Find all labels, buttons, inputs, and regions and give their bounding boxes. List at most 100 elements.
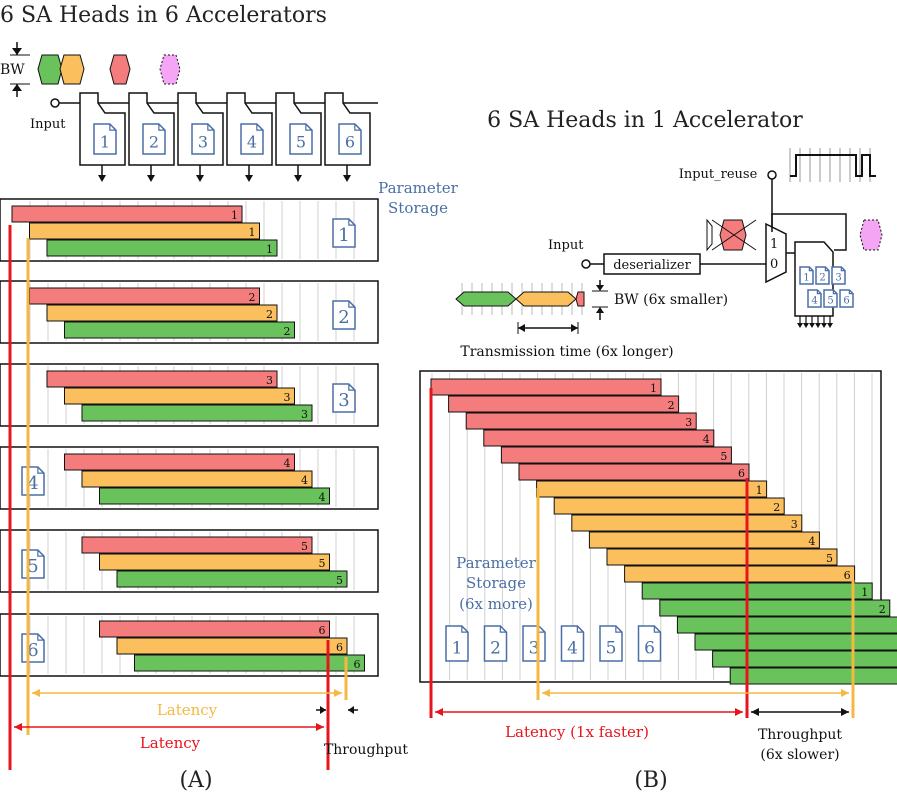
caption-b: (B) [634,768,667,793]
left-bar-4-1 [64,453,295,471]
left-accel-doc-6: 6 [338,123,362,155]
left-param-doc-2: 2 [332,300,356,330]
left-param-doc-4-number: 4 [27,473,38,494]
mini-doc-6-number: 6 [843,295,849,306]
left-bar-2-2 [46,304,278,322]
left-param-doc-3: 3 [332,383,356,413]
left-accel-doc-4: 4 [240,123,264,155]
left-accelerator-5: 5 [275,92,322,182]
left-bar-number: 6 [336,641,343,654]
right-bar-2-1: 1 [536,480,768,498]
svg-text:6: 6 [844,569,851,582]
left-input-label: Input [30,117,66,132]
right-param-doc-1-number: 1 [452,638,463,658]
left-bar-number: 2 [249,291,256,304]
left-bar-number: 2 [284,325,291,338]
left-accel-doc-1: 1 [93,123,117,155]
right-param-label-2: Storage [466,574,526,592]
svg-text:6: 6 [738,467,745,480]
mini-doc-4-number: 4 [811,295,817,306]
svg-text:5: 5 [720,450,727,463]
svg-text:2: 2 [879,603,886,616]
right-bar-1-5: 5 [500,446,732,464]
mux-one-label: 1 [770,237,778,252]
right-input-label: Input [548,238,584,253]
left-accel-doc-6-number: 6 [345,132,355,151]
right-bw-label: BW (6x smaller) [614,292,728,308]
left-bar-number: 1 [231,209,238,222]
right-bar-1-1: 1 [430,378,662,396]
left-bar-number: 1 [249,226,256,239]
right-bar-3-2: 2 [659,599,891,617]
right-param-doc-6-number: 6 [644,638,655,658]
svg-text:4: 4 [703,433,710,446]
left-param-doc-5: 5 [21,549,45,579]
left-bar-1-1 [11,205,243,223]
left-bar-4-2 [81,470,313,488]
right-param-label-1: Parameter [456,554,536,572]
left-latency-annotations: Latency Latency Throughput [8,225,408,770]
left-bar-5-3 [116,570,348,588]
right-bar-2-3: 3 [571,514,803,532]
svg-text:2: 2 [773,501,780,514]
mini-doc-1: 1 [799,266,814,285]
left-bar-number: 4 [319,491,326,504]
right-serial-packets: BW (6x smaller) Transmission time (6x lo… [455,280,728,360]
left-accelerator-1: 1 [79,92,126,182]
mini-doc-6: 6 [839,289,854,308]
left-accel-doc-4-number: 4 [247,132,257,151]
left-bar-3-1 [46,370,278,388]
left-accel-doc-5: 5 [289,123,313,155]
right-bar-3-6: 6 [729,667,897,685]
left-bar-number: 3 [301,408,308,421]
right-throughput-label-1: Throughput [758,727,842,743]
right-bar-1-2: 2 [448,395,680,413]
mini-doc-3-number: 3 [835,272,841,283]
right-param-doc-5: 5 [599,625,623,662]
svg-text:1: 1 [756,484,763,497]
left-bar-2-3 [64,321,295,339]
right-title: 6 SA Heads in 1 Accelerator [487,108,803,133]
left-param-doc-1: 1 [332,218,356,248]
svg-text:2: 2 [668,399,675,412]
right-param-doc-4-number: 4 [567,638,578,658]
mini-doc-2-number: 2 [819,272,825,283]
left-bar-5-1 [81,536,313,554]
right-param-doc-2-number: 2 [490,638,501,658]
mini-doc-5: 5 [823,289,838,308]
deserializer-label: deserializer [613,258,691,273]
left-bar-number: 4 [301,474,308,487]
right-bar-2-6: 6 [624,565,856,583]
left-bw-label: BW [0,62,25,78]
left-bar-6-3 [134,654,365,672]
left-title: 6 SA Heads in 6 Accelerators [0,3,327,28]
left-param-doc-6: 6 [21,633,45,663]
left-bar-1-3 [46,239,278,257]
left-accelerator-4: 4 [226,92,273,182]
left-bar-number: 3 [284,391,291,404]
left-bar-3-3 [81,404,313,422]
left-accel-doc-3-number: 3 [198,132,208,151]
svg-text:1: 1 [650,382,657,395]
right-latency-label: Latency (1x faster) [505,723,649,741]
caption-a: (A) [179,768,212,793]
left-bar-1-2 [29,222,260,240]
svg-text:3: 3 [685,416,692,429]
left-bar-number: 4 [284,457,291,470]
mini-doc-2: 2 [815,266,830,285]
right-bar-3-4: 4 [694,633,897,651]
mini-doc-4: 4 [807,289,822,308]
left-bar-6-1 [99,620,330,638]
svg-text:1: 1 [861,586,868,599]
right-bar-2-5: 5 [606,548,838,566]
right-param-doc-6: 6 [637,625,662,662]
svg-text:3: 3 [791,518,798,531]
left-bar-number: 6 [354,658,361,671]
right-bar-1-6: 6 [518,463,750,481]
mini-doc-5-number: 5 [827,295,833,306]
left-bar-number: 1 [266,243,273,256]
